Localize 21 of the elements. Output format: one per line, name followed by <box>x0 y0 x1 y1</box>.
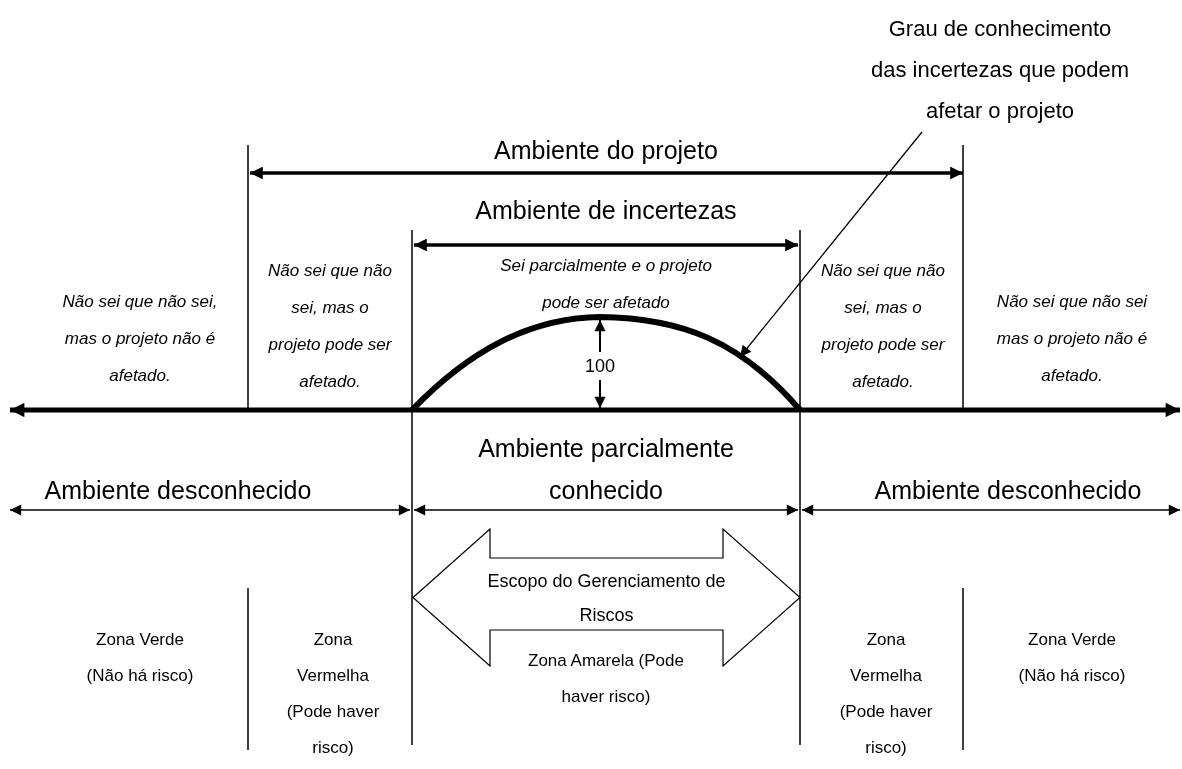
dimension-label: Ambiente de incertezas <box>474 195 738 225</box>
zone-label: Zona Vermelha (Pode haver risco) <box>838 629 934 759</box>
zone-description: Sei parcialmente e o projeto pode ser afetado <box>499 255 713 314</box>
annotation-text: Grau de conhecimento das incertezas que podem afetar o projeto <box>870 15 1130 125</box>
zone-label: Zona Vermelha (Pode haver risco) <box>285 629 381 759</box>
scope-label: Escopo do Gerenciamento de Riscos <box>486 570 727 627</box>
dimension-value: 100 <box>583 355 616 378</box>
knowledge-curve <box>409 314 803 413</box>
zone-label: Zona Verde (Não há risco) <box>1017 629 1127 687</box>
dimension-label: Ambiente parcialmente conhecido <box>477 433 735 506</box>
zone-description: Não sei que não sei, mas o projeto pode ser afetado. <box>820 260 946 393</box>
dimension-label: Ambiente desconhecido <box>43 475 313 506</box>
zone-description: Não sei que não sei, mas o projeto pode ser afetado. <box>267 260 393 393</box>
leader-line <box>739 131 923 358</box>
zone-description: Não sei que não sei mas o projeto não é afetado. <box>995 291 1149 387</box>
double-block-arrow <box>412 528 801 667</box>
zone-label: Zona Verde (Não há risco) <box>85 629 195 687</box>
dimension-label: Ambiente desconhecido <box>873 475 1143 506</box>
dimension-label: Ambiente do projeto <box>493 135 719 165</box>
zone-description: Não sei que não sei, mas o projeto não é afetado. <box>61 291 219 387</box>
zone-label: Zona Amarela (Pode haver risco) <box>527 650 685 708</box>
